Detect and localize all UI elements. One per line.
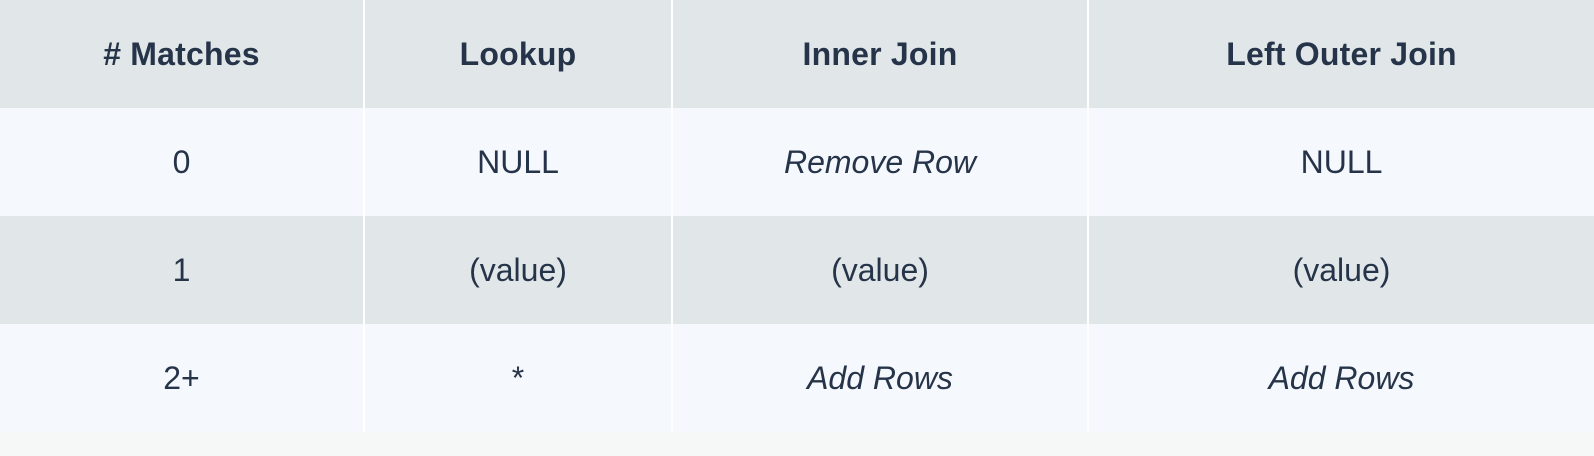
header-lookup: Lookup [363,0,672,108]
table-body: 0 NULL Remove Row NULL 1 (value) (value)… [0,108,1594,432]
cell-inner-join: Remove Row [671,108,1088,216]
cell-matches: 0 [172,143,191,180]
cell-lookup: (value) [363,216,672,324]
cell-matches: 2+ [163,359,200,396]
cell-lookup: * [363,324,672,432]
table-row: 1 (value) (value) (value) [0,216,1594,324]
table-row: 0 NULL Remove Row NULL [0,108,1594,216]
join-comparison-table-container: # Matches Lookup Inner Join Left Outer J… [0,0,1594,432]
header-matches: # Matches [103,35,260,72]
cell-inner-join: (value) [671,216,1088,324]
cell-lookup: NULL [363,108,672,216]
cell-matches: 1 [172,251,191,288]
table-row: 2+ * Add Rows Add Rows [0,324,1594,432]
join-comparison-table: # Matches Lookup Inner Join Left Outer J… [0,0,1594,432]
table-header: # Matches Lookup Inner Join Left Outer J… [0,0,1594,108]
cell-left-outer-join: NULL [1087,108,1594,216]
header-left-outer-join: Left Outer Join [1087,0,1594,108]
cell-left-outer-join: (value) [1087,216,1594,324]
cell-inner-join: Add Rows [671,324,1088,432]
cell-left-outer-join: Add Rows [1087,324,1594,432]
header-inner-join: Inner Join [671,0,1088,108]
header-row: # Matches Lookup Inner Join Left Outer J… [0,0,1594,108]
